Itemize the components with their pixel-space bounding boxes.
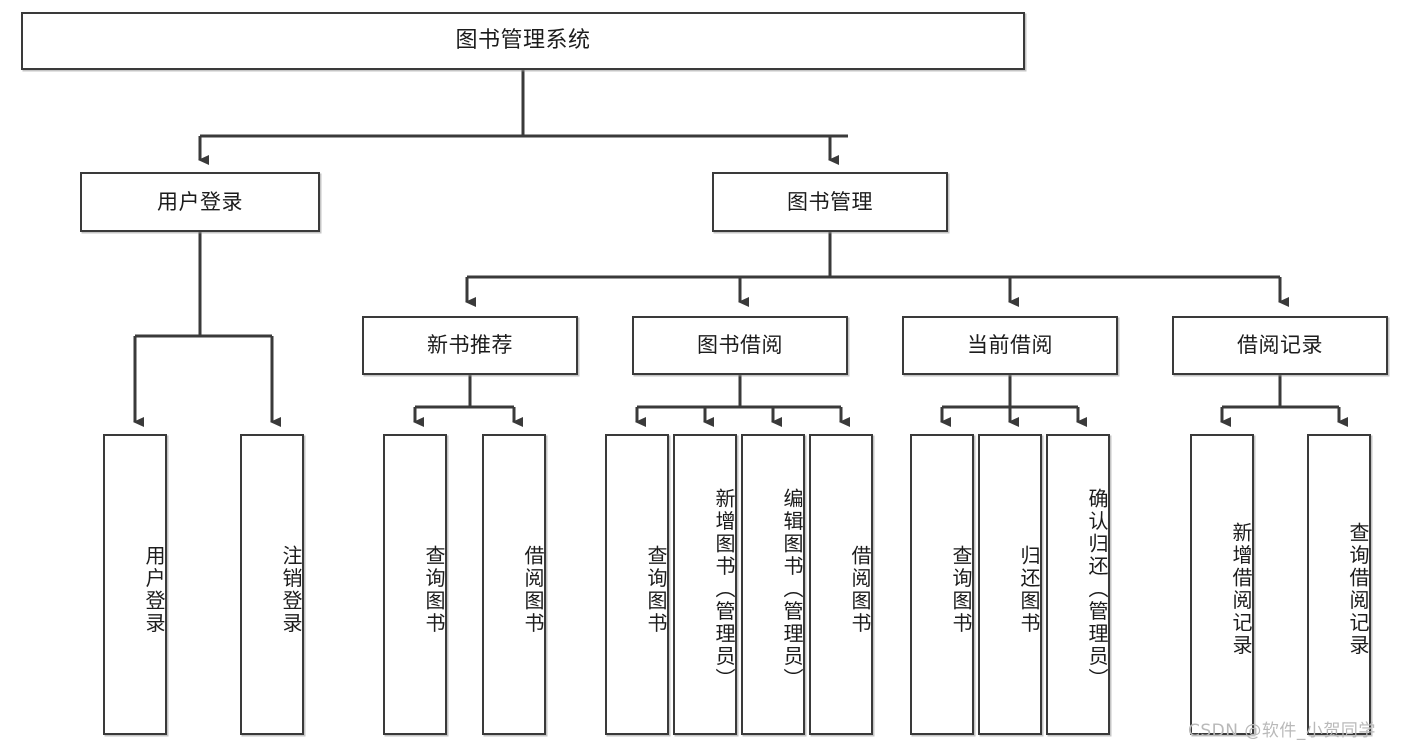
leaf-record-query-record[interactable]: 查询借阅记录 xyxy=(1307,434,1371,735)
leaf-borrow-query-book[interactable]: 查询图书 xyxy=(605,434,669,735)
leaf-recommend-borrow-book[interactable]: 借阅图书 xyxy=(482,434,546,735)
leaf-user-login-login[interactable]: 用户登录 xyxy=(103,434,167,735)
node-borrow-record[interactable]: 借阅记录 xyxy=(1172,316,1388,375)
leaf-borrow-edit-book-admin[interactable]: 编辑图书（管理员） xyxy=(741,434,805,735)
leaf-borrow-add-book-admin[interactable]: 新增图书（管理员） xyxy=(673,434,737,735)
node-user-login[interactable]: 用户登录 xyxy=(80,172,320,232)
leaf-borrow-borrow-book[interactable]: 借阅图书 xyxy=(809,434,873,735)
node-root-system[interactable]: 图书管理系统 xyxy=(21,12,1025,70)
watermark-credit: CSDN @软件_小贺同学 xyxy=(1188,721,1376,741)
leaf-user-login-logout[interactable]: 注销登录 xyxy=(240,434,304,735)
leaf-current-query-book[interactable]: 查询图书 xyxy=(910,434,974,735)
node-new-book-recommend[interactable]: 新书推荐 xyxy=(362,316,578,375)
node-book-borrow[interactable]: 图书借阅 xyxy=(632,316,848,375)
leaf-recommend-query-book[interactable]: 查询图书 xyxy=(383,434,447,735)
leaf-current-return-book[interactable]: 归还图书 xyxy=(978,434,1042,735)
leaf-record-add-record[interactable]: 新增借阅记录 xyxy=(1190,434,1254,735)
node-book-management[interactable]: 图书管理 xyxy=(712,172,948,232)
leaf-current-confirm-return-admin[interactable]: 确认归还（管理员） xyxy=(1046,434,1110,735)
node-current-borrow[interactable]: 当前借阅 xyxy=(902,316,1118,375)
